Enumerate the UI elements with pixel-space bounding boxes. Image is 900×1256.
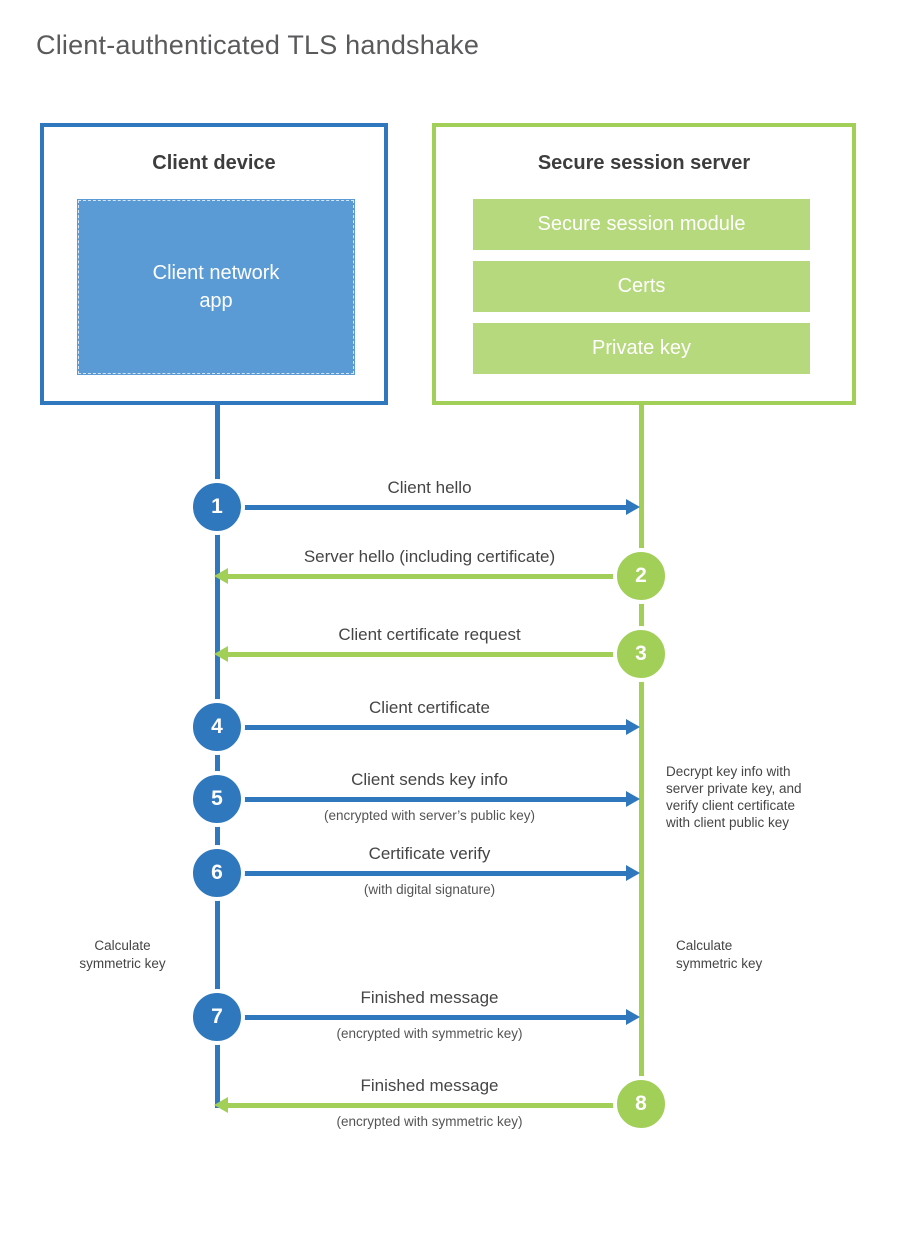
server-lifeline: [639, 403, 644, 1108]
step-4-label: Client certificate: [369, 698, 490, 717]
step-5-arrowhead-right-icon: [626, 791, 640, 807]
step-2-arrowhead-left-icon: [214, 568, 228, 584]
step-3-arrowhead-left-icon: [214, 646, 228, 662]
client-device-title: Client device: [152, 152, 276, 174]
client-network-app-box: Client network app: [77, 199, 355, 375]
step-7-label: Finished message: [360, 988, 499, 1007]
step-5-arrow-line: [217, 797, 627, 802]
step-1-arrowhead-right-icon: [626, 499, 640, 515]
step-6-arrowhead-right-icon: [626, 865, 640, 881]
step-4-arrowhead-right-icon: [626, 719, 640, 735]
server-module-bar: Secure session module: [473, 199, 810, 250]
step-4-arrow-line: [217, 725, 627, 730]
step-5-sublabel: (encrypted with server’s public key): [323, 808, 536, 823]
step-5-number-badge: 5: [189, 771, 245, 827]
step-8-arrow-line: [228, 1103, 641, 1108]
client-lifeline: [215, 403, 220, 1108]
server-module-bar: Certs: [473, 261, 810, 312]
server-module-bar: Private key: [473, 323, 810, 374]
step-7-number-badge: 7: [189, 989, 245, 1045]
calc-symmetric-key-note-server: Calculate symmetric key: [676, 938, 763, 971]
step-1-number-badge: 1: [189, 479, 245, 535]
step-4-number-badge: 4: [189, 699, 245, 755]
step-3-label: Client certificate request: [338, 625, 521, 644]
secure-session-server-title: Secure session server: [537, 152, 751, 174]
step-3-arrow-line: [228, 652, 641, 657]
step-8-sublabel: (encrypted with symmetric key): [336, 1114, 523, 1129]
step-7-arrowhead-right-icon: [626, 1009, 640, 1025]
step-7-sublabel: (encrypted with symmetric key): [336, 1026, 523, 1041]
step-2-number-badge: 2: [613, 548, 669, 604]
step-5-label: Client sends key info: [351, 770, 508, 789]
step-8-label: Finished message: [360, 1076, 499, 1095]
step-2-arrow-line: [228, 574, 641, 579]
step-6-number-badge: 6: [189, 845, 245, 901]
step-1-label: Client hello: [387, 478, 472, 497]
step-3-number-badge: 3: [613, 626, 669, 682]
page-title: Client-authenticated TLS handshake: [36, 30, 480, 60]
decrypt-key-note: Decrypt key info with server private key…: [666, 764, 802, 830]
step-8-number-badge: 8: [613, 1076, 669, 1132]
step-6-label: Certificate verify: [368, 844, 491, 863]
step-6-sublabel: (with digital signature): [363, 882, 496, 897]
step-7-arrow-line: [217, 1015, 627, 1020]
step-8-arrowhead-left-icon: [214, 1097, 228, 1113]
calc-symmetric-key-note-client: Calculate symmetric key: [79, 938, 166, 971]
step-6-arrow-line: [217, 871, 627, 876]
step-1-arrow-line: [217, 505, 627, 510]
step-2-label: Server hello (including certificate): [303, 547, 556, 566]
